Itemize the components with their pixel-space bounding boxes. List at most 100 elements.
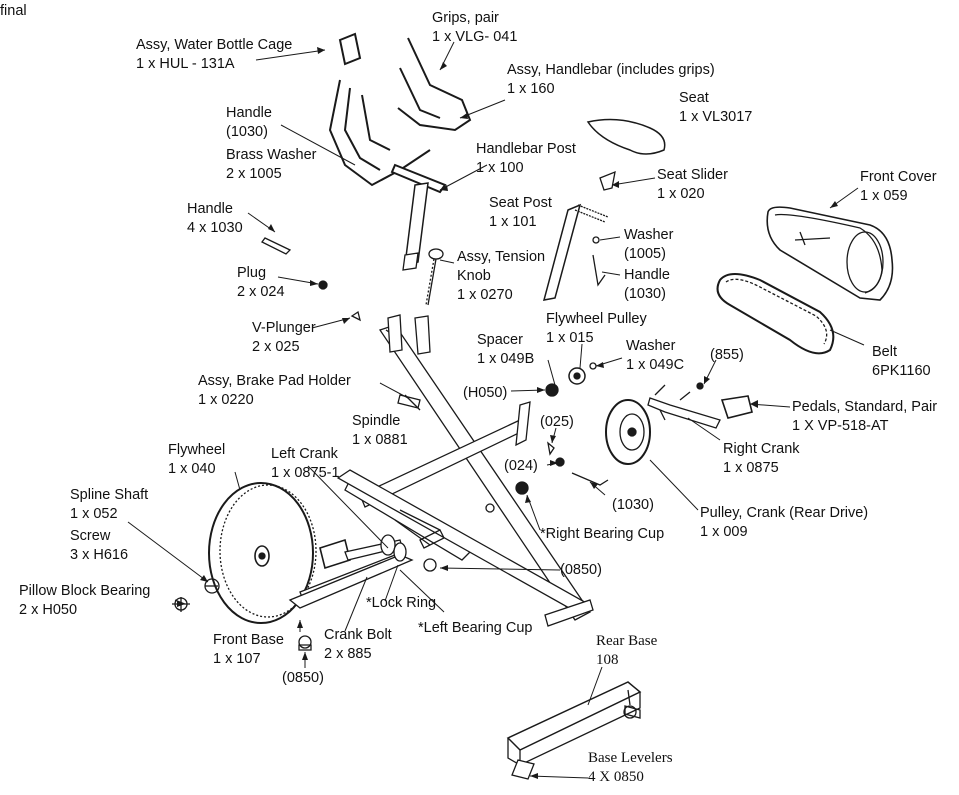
front-base-drawing bbox=[288, 554, 414, 651]
part-number: 1 x VLG- 041 bbox=[432, 29, 518, 45]
part-number: 1 x 0875-1 bbox=[271, 465, 340, 481]
part-number: 1 x 100 bbox=[476, 160, 524, 176]
label-ref-025: (025) bbox=[540, 414, 574, 430]
part-name: Rear Base bbox=[596, 633, 658, 649]
part-name: Spacer bbox=[477, 332, 523, 348]
small-parts-drawing bbox=[261, 237, 704, 494]
part-name: Seat bbox=[679, 90, 709, 106]
label-base-levelers: Base Levelers 4 X 0850 bbox=[588, 749, 673, 787]
status-label: final bbox=[0, 3, 27, 19]
label-seat-post: Seat Post 1 x 101 bbox=[489, 194, 552, 232]
part-number: 1 X VP-518-AT bbox=[792, 418, 889, 434]
part-name: Front Cover bbox=[860, 169, 937, 185]
part-name: Handle bbox=[187, 201, 233, 217]
label-right-crank: Right Crank 1 x 0875 bbox=[723, 440, 800, 478]
part-number: 1 x 020 bbox=[657, 186, 705, 202]
crank-drawing bbox=[319, 481, 529, 572]
part-number: 2 x 885 bbox=[324, 646, 372, 662]
label-seat-slider: Seat Slider 1 x 020 bbox=[657, 166, 728, 204]
part-number: (1030) bbox=[624, 286, 666, 302]
label-ref-1030: (1030) bbox=[612, 497, 654, 513]
part-name: Grips, pair bbox=[432, 10, 499, 26]
part-number: 108 bbox=[596, 652, 619, 668]
part-name: V-Plunger bbox=[252, 320, 316, 336]
part-number: 1 x 101 bbox=[489, 214, 537, 230]
part-number: 1 x 0270 bbox=[457, 287, 513, 303]
part-name: Seat Slider bbox=[657, 167, 728, 183]
part-number: 1 x HUL - 131A bbox=[136, 56, 235, 72]
label-pulley-crank: Pulley, Crank (Rear Drive) 1 x 009 bbox=[700, 504, 868, 542]
label-front-base: Front Base 1 x 107 bbox=[213, 631, 284, 669]
part-number: 2 x H050 bbox=[19, 602, 78, 618]
part-number: 3 x H616 bbox=[70, 547, 129, 563]
label-screw: Screw 3 x H616 bbox=[70, 527, 128, 565]
part-name: Belt bbox=[872, 344, 897, 360]
part-name: Assy, Brake Pad Holder bbox=[198, 373, 351, 389]
label-handle-1030-mid: Handle (1030) bbox=[624, 266, 670, 304]
part-name: Flywheel bbox=[168, 442, 226, 458]
label-spacer: Spacer 1 x 049B bbox=[477, 331, 534, 369]
label-right-bearing-cup: *Right Bearing Cup bbox=[540, 526, 665, 542]
part-name: Right Crank bbox=[723, 441, 800, 457]
part-name: Pedals, Standard, Pair bbox=[792, 399, 938, 415]
part-number: (1030) bbox=[226, 124, 268, 140]
part-number: 1 x 049C bbox=[626, 357, 685, 373]
part-name: Washer bbox=[624, 227, 674, 243]
part-number: 2 x 1005 bbox=[226, 166, 282, 182]
part-number: 1 x 0875 bbox=[723, 460, 779, 476]
label-ref-0850-mid: (0850) bbox=[560, 562, 602, 578]
part-number: 1 x 015 bbox=[546, 330, 594, 346]
part-name: Flywheel Pulley bbox=[546, 311, 647, 327]
label-h050: (H050) bbox=[463, 385, 508, 401]
part-name: Screw bbox=[70, 528, 111, 544]
part-name: Seat Post bbox=[489, 195, 552, 211]
part-number: 1 x 040 bbox=[168, 461, 216, 477]
part-name: Plug bbox=[237, 265, 267, 281]
label-handlebar-post: Handlebar Post 1 x 100 bbox=[476, 140, 576, 178]
label-pedals: Pedals, Standard, Pair 1 X VP-518-AT bbox=[792, 398, 959, 436]
shaft-drawing bbox=[172, 578, 220, 612]
label-brake-pad-holder: Assy, Brake Pad Holder 1 x 0220 bbox=[198, 372, 351, 410]
label-ref-855: (855) bbox=[710, 347, 744, 363]
part-name: Pulley, Crank (Rear Drive) bbox=[700, 505, 869, 521]
part-name: Assy, Handlebar (includes grips) bbox=[507, 62, 715, 78]
part-number: 1 x 009 bbox=[700, 524, 748, 540]
part-name: Assy, Water Bottle Cage bbox=[136, 37, 293, 53]
label-handle-4: Handle 4 x 1030 bbox=[187, 200, 243, 238]
label-water-bottle-cage: Assy, Water Bottle Cage 1 x HUL - 131A bbox=[136, 36, 292, 74]
part-number: 1 x VL3017 bbox=[679, 109, 753, 125]
flywheel-drawing bbox=[208, 482, 317, 624]
front-cover-drawing bbox=[766, 206, 894, 301]
part-number: 2 x 025 bbox=[252, 339, 300, 355]
part-name: Base Levelers bbox=[588, 750, 673, 766]
label-front-cover: Front Cover 1 x 059 bbox=[860, 168, 959, 206]
belt-drawing bbox=[716, 273, 835, 355]
handlebar-drawing bbox=[328, 32, 472, 194]
part-name: Handle bbox=[226, 105, 272, 121]
label-handlebar-assy: Assy, Handlebar (includes grips) 1 x 160 bbox=[507, 61, 715, 99]
part-name: Handle bbox=[624, 267, 670, 283]
part-number: 4 x 1030 bbox=[187, 220, 243, 236]
part-name-cont: Knob bbox=[457, 268, 491, 284]
part-name: Brass Washer bbox=[226, 147, 317, 163]
label-tension-knob: Assy, Tension Knob 1 x 0270 bbox=[457, 248, 545, 305]
handlebar-post-drawing bbox=[402, 182, 429, 271]
part-number: 6PK1160 bbox=[872, 363, 931, 379]
tension-knob-drawing bbox=[425, 248, 444, 306]
label-grips: Grips, pair 1 x VLG- 041 bbox=[432, 9, 517, 47]
label-plug: Plug 2 x 024 bbox=[237, 264, 285, 302]
seat-drawing bbox=[586, 118, 666, 191]
part-number: 1 x 160 bbox=[507, 81, 555, 97]
part-name: Handlebar Post bbox=[476, 141, 576, 157]
part-name: Assy, Tension bbox=[457, 249, 546, 265]
part-number: 1 x 049B bbox=[477, 351, 535, 367]
part-number: 1 x 0881 bbox=[352, 432, 408, 448]
label-pillow-block: Pillow Block Bearing 2 x H050 bbox=[19, 582, 150, 620]
label-v-plunger: V-Plunger 2 x 025 bbox=[252, 319, 316, 357]
label-ref-0850-low: (0850) bbox=[282, 670, 324, 686]
label-ref-024: (024) bbox=[504, 458, 538, 474]
label-brass-washer: Brass Washer 2 x 1005 bbox=[226, 146, 317, 184]
arrowheads bbox=[177, 47, 838, 779]
